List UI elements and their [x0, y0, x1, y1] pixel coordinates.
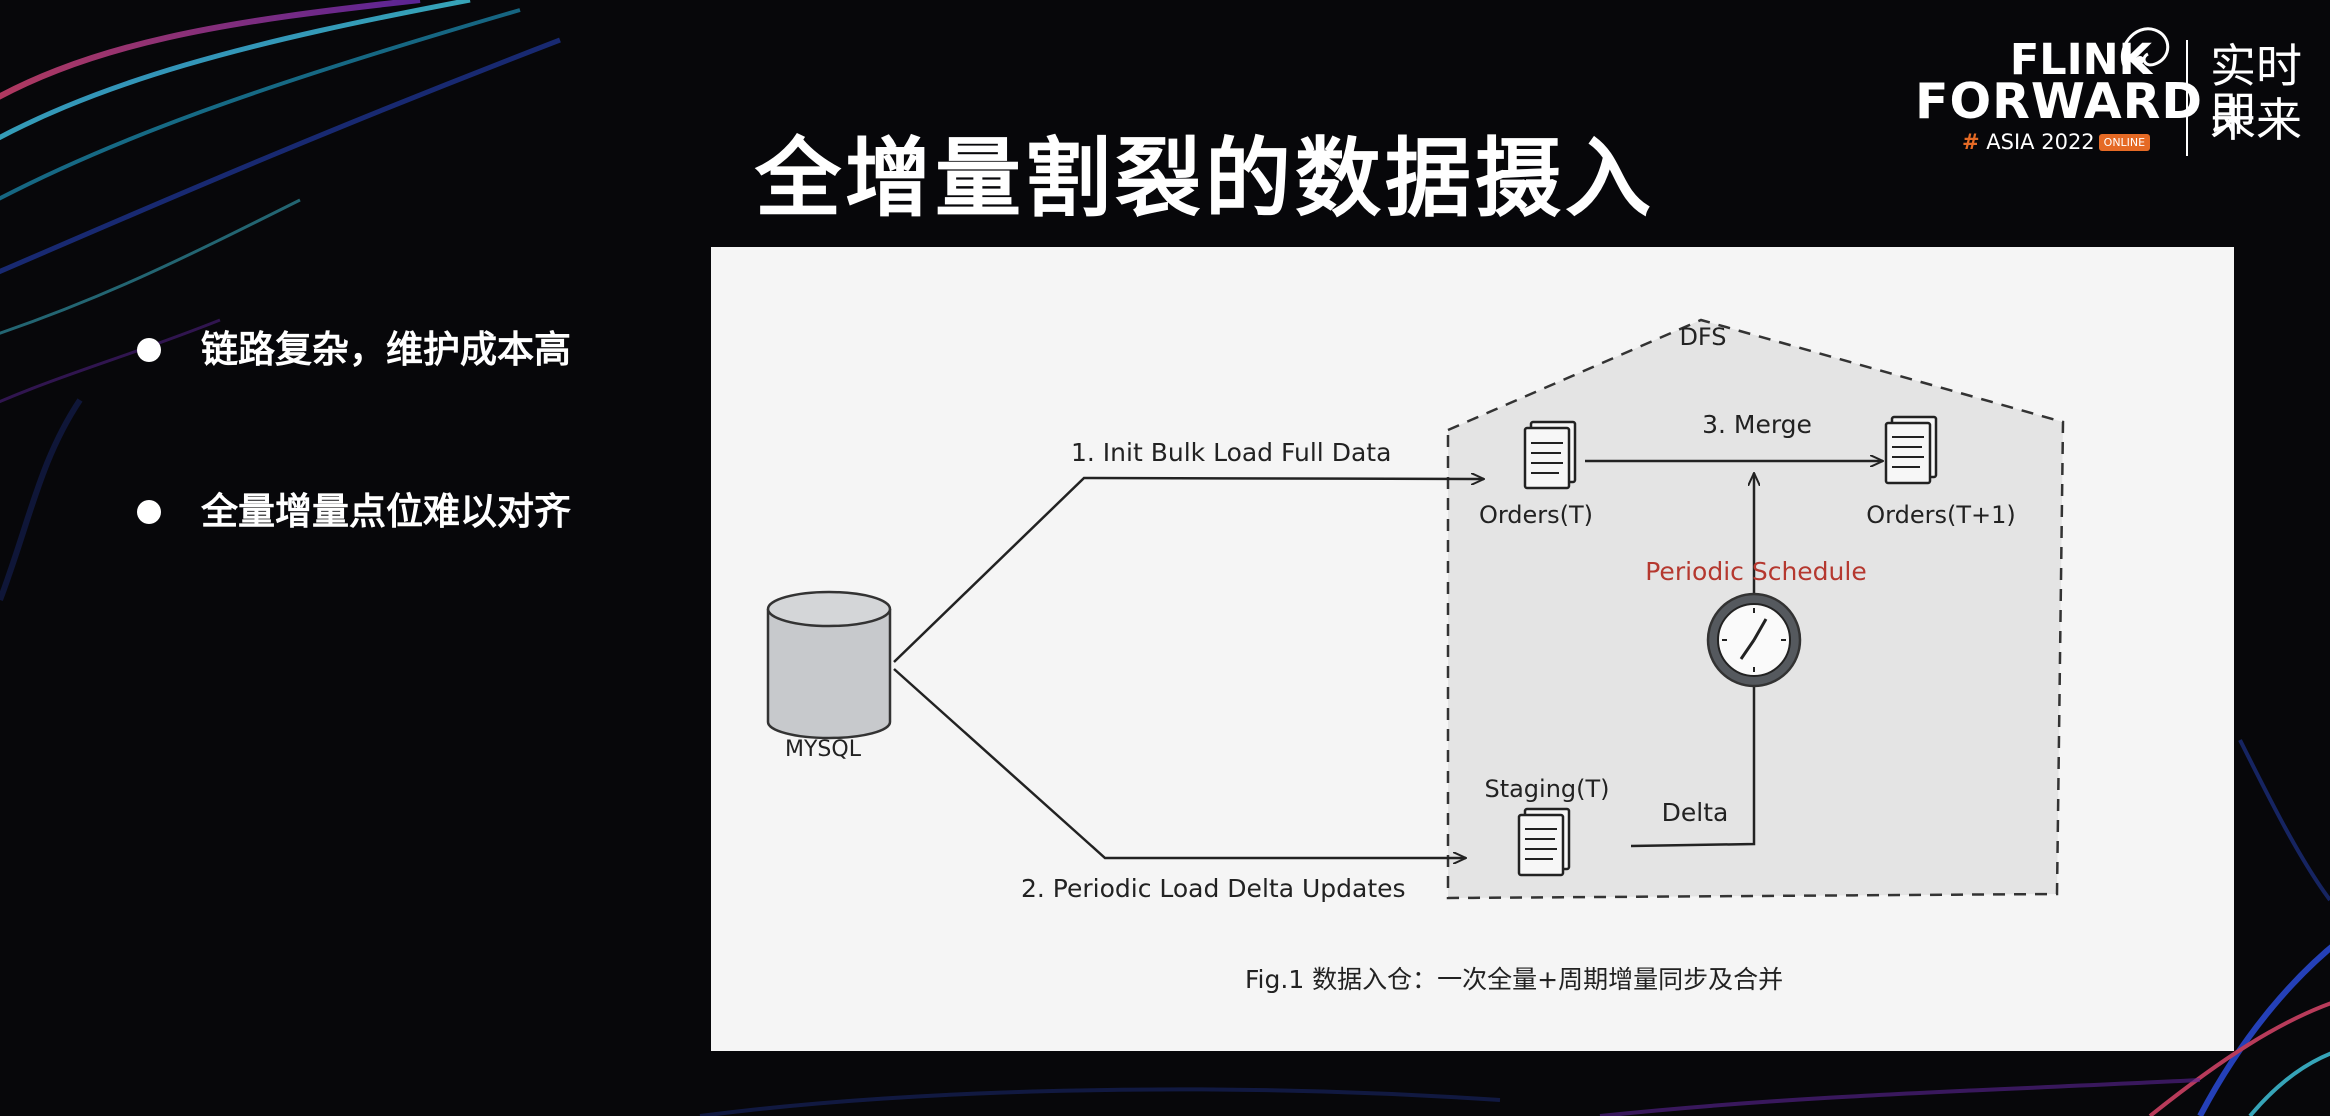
bullet-item: 链路复杂，维护成本高 [135, 320, 571, 380]
online-badge: ONLINE [2098, 134, 2151, 151]
merge-label: 3. Merge [1702, 410, 1812, 439]
logo-forward-text: FORWARD [1915, 73, 2204, 130]
staging-document-icon [1517, 807, 1571, 877]
delta-label: Delta [1662, 798, 1729, 827]
clock-icon [1706, 592, 1802, 688]
orders-t1-document-icon [1884, 415, 1938, 485]
bullet-dot-icon [137, 338, 161, 362]
logo-slogan-line2: 未来 [2210, 93, 2302, 147]
diagram-panel: DFS MYSQL 1. Init Bulk Load Full Data 2.… [711, 247, 2234, 1051]
squirrel-icon [2120, 27, 2170, 69]
logo-divider [2186, 40, 2188, 156]
bullet-dot-icon [137, 500, 161, 524]
data-ingestion-diagram: DFS MYSQL 1. Init Bulk Load Full Data 2.… [766, 318, 2065, 994]
orders-t-label: Orders(T) [1479, 501, 1593, 529]
slide-title: 全增量割裂的数据摄入 [755, 129, 1655, 229]
logo-edition-text: ASIA 2022 [1986, 130, 2095, 154]
step1-label: 1. Init Bulk Load Full Data [1071, 438, 1391, 467]
logo-flink-text: FLINK [2009, 35, 2152, 85]
bullet-item: 全量增量点位难以对齐 [135, 482, 571, 542]
delta-load-path [893, 668, 1466, 858]
logo-hash: # [1962, 130, 1980, 154]
bullet-text: 全量增量点位难以对齐 [201, 490, 571, 533]
mysql-database-icon [766, 590, 892, 740]
orders-t1-label: Orders(T+1) [1866, 501, 2015, 529]
staging-label: Staging(T) [1484, 775, 1609, 803]
bullet-list: 链路复杂，维护成本高 全量增量点位难以对齐 [135, 320, 571, 644]
figure-caption: Fig.1 数据入仓：一次全量+周期增量同步及合并 [1245, 965, 1783, 994]
dfs-label: DFS [1679, 323, 1726, 351]
logo-slogan-line1: 实时即 [2210, 39, 2302, 141]
full-load-path [893, 478, 1484, 663]
step2-label: 2. Periodic Load Delta Updates [1021, 874, 1406, 903]
orders-t-document-icon [1523, 420, 1577, 490]
mysql-label: MYSQL [785, 737, 862, 762]
bullet-text: 链路复杂，维护成本高 [201, 328, 571, 371]
schedule-label: Periodic Schedule [1645, 557, 1866, 586]
